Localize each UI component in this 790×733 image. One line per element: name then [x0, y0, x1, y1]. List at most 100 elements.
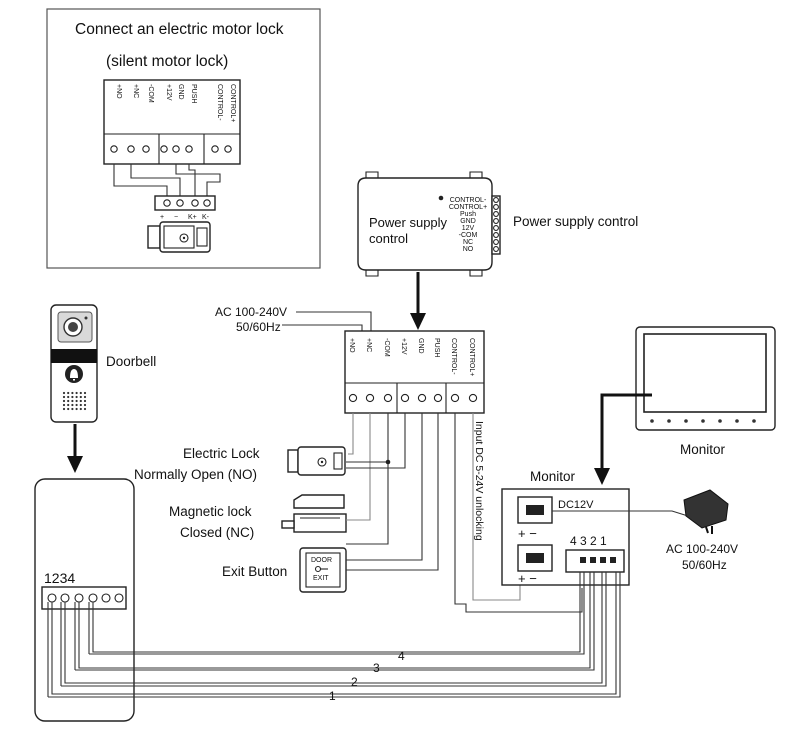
inset-lock-term-k-plus: K+ — [188, 214, 197, 221]
power-supply-control-unit: Power supply control CONTROL-CONTROL+Pus… — [357, 171, 638, 277]
arrow-down-icon — [67, 456, 83, 473]
adapter-line2: 50/60Hz — [682, 558, 727, 572]
terminal-screw-icon — [160, 145, 168, 153]
doorbell-back-panel: 1234 — [34, 478, 135, 722]
terminal-screw-icon — [400, 393, 410, 403]
electric-lock-icon — [287, 446, 346, 476]
monitor-button-icon[interactable] — [650, 419, 654, 423]
side-pin-label: GND — [460, 218, 476, 225]
wire-label-4: 4 — [398, 649, 405, 663]
terminal-screw-icon — [110, 145, 118, 153]
wire-label-1: 1 — [329, 689, 336, 703]
inset-lock-terminal-strip — [154, 195, 216, 211]
side-pin-screw-icon — [493, 232, 499, 238]
monitor-button-icon[interactable] — [667, 419, 671, 423]
side-pin-screw-icon — [493, 246, 499, 252]
terminal-screw-icon — [348, 393, 358, 403]
exit-button-face-line1: DOOR — [311, 557, 332, 564]
adapter-line1: AC 100-240V — [666, 542, 738, 556]
terminal-screw-icon — [365, 393, 375, 403]
speaker-grill-icon — [62, 391, 87, 411]
inset-terminal-label: +NO — [115, 84, 122, 99]
monitor-pin-numbers: 4 3 2 1 — [570, 534, 607, 548]
arrow-down-icon — [594, 468, 610, 485]
wire-label-2: 2 — [351, 675, 358, 689]
power-supply-label-line1: Power supply — [369, 215, 448, 230]
electric-lock-label-line1: Electric Lock — [183, 446, 260, 461]
magnetic-lock-label-line1: Magnetic lock — [169, 504, 252, 519]
monitor-button-icon[interactable] — [735, 419, 739, 423]
inset-lock-term-k-minus: K- — [202, 214, 210, 221]
side-pin-label: CONTROL+ — [449, 204, 487, 211]
doorbell-terminal-numbers: 1234 — [44, 570, 75, 586]
exit-button-label: Exit Button — [222, 564, 287, 579]
magnetic-lock-icon — [281, 494, 347, 533]
motor-lock-icon — [147, 221, 211, 253]
polarity-bottom: + − — [518, 571, 537, 586]
monitor-button-icon[interactable] — [684, 419, 688, 423]
side-pin-screw-icon — [493, 204, 499, 210]
main-terminal-label: +NC — [365, 338, 372, 352]
side-pin-screw-icon — [493, 225, 499, 231]
terminal-screw-icon — [211, 145, 219, 153]
monitor-device-label: Monitor — [680, 442, 726, 457]
terminal-screw-icon — [185, 145, 193, 153]
unlock-note: Input DC 5-24V unlocking — [473, 421, 485, 541]
inset-title-line1: Connect an electric motor lock — [75, 21, 284, 38]
inset-terminal-label: +NC — [132, 84, 139, 98]
main-terminal-label: CONTROL+ — [468, 338, 475, 376]
inset-lock-term-minus: − — [174, 214, 178, 221]
inset-terminal-label: +12V — [165, 84, 172, 101]
exit-button-face-line2: EXIT — [313, 575, 329, 582]
doorbell-label: Doorbell — [106, 354, 156, 369]
side-pin-screw-icon — [493, 218, 499, 224]
side-pin-screw-icon — [493, 197, 499, 203]
ac-input-line1: AC 100-240V — [215, 305, 287, 319]
inset-terminal-label: PUSH — [190, 84, 197, 103]
main-terminal-label: PUSH — [433, 338, 440, 357]
side-pin-screw-icon — [493, 211, 499, 217]
main-terminal-label: +12V — [400, 338, 407, 355]
monitor-button-icon[interactable] — [718, 419, 722, 423]
terminal-screw-icon — [127, 145, 135, 153]
motor-lock-inset: Connect an electric motor lock (silent m… — [46, 8, 321, 269]
inset-terminal-label: GND — [177, 84, 184, 100]
wire-label-3: 3 — [373, 661, 380, 675]
main-terminal-label: +NO — [348, 338, 355, 353]
inset-terminal-label: -COM — [147, 84, 154, 103]
power-supply-label-line2: control — [369, 231, 408, 246]
side-pin-screw-icon — [493, 239, 499, 245]
side-pin-label: 12V — [462, 225, 475, 232]
terminal-screw-icon — [142, 145, 150, 153]
electric-lock-label-line2: Normally Open (NO) — [134, 467, 257, 482]
main-terminal-housing — [344, 330, 485, 414]
power-supply-housing — [357, 177, 493, 271]
magnetic-lock-label-line2: Closed (NC) — [180, 525, 254, 540]
exit-button-icon: DOOR EXIT — [299, 547, 347, 593]
side-pin-label: Push — [460, 211, 476, 218]
side-pin-label: NC — [463, 239, 473, 246]
terminal-screw-icon — [433, 393, 443, 403]
monitor-screen — [643, 333, 767, 413]
polarity-top: + − — [518, 526, 537, 541]
arrow-down-icon — [410, 313, 426, 330]
inset-terminal-label: CONTROL+ — [229, 84, 236, 122]
monitor-button-icon[interactable] — [752, 419, 756, 423]
monitor-device: Monitor — [635, 326, 776, 457]
main-terminal-label: CONTROL- — [450, 338, 457, 375]
terminal-screw-icon — [417, 393, 427, 403]
terminal-screw-icon — [450, 393, 460, 403]
dc12v-label: DC12V — [558, 499, 594, 511]
terminal-screw-icon — [468, 393, 478, 403]
ac-input-line2: 50/60Hz — [236, 320, 281, 334]
main-terminal-label: -COM — [383, 338, 390, 357]
side-pin-label: -COM — [459, 232, 478, 239]
monitor-button-icon[interactable] — [701, 419, 705, 423]
power-supply-callout: Power supply control — [513, 214, 638, 229]
inset-terminal-label: CONTROL- — [216, 84, 223, 121]
doorbell-unit: Doorbell — [50, 304, 156, 423]
terminal-screw-icon — [172, 145, 180, 153]
inset-title-line2: (silent motor lock) — [106, 53, 228, 70]
